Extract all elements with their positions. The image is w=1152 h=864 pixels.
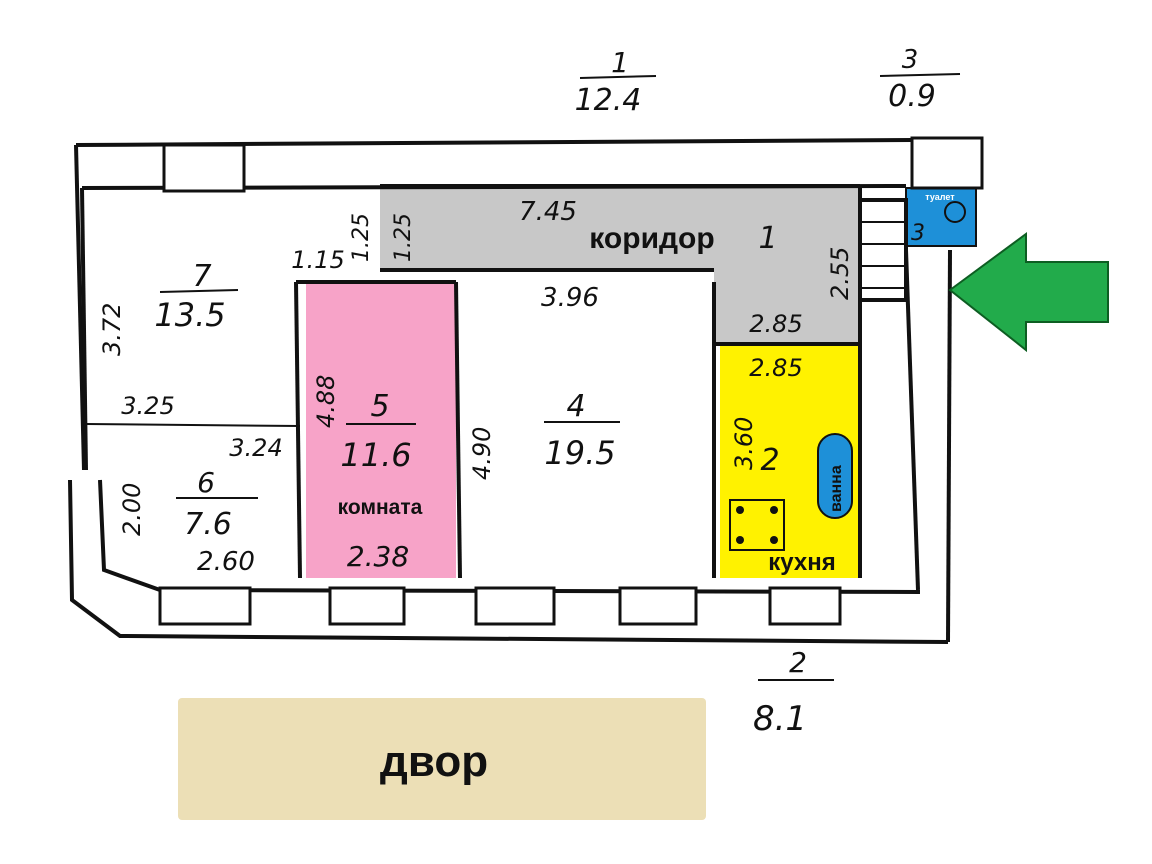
dim-490: 4.90 — [468, 427, 496, 480]
corridor-fill-right — [714, 186, 860, 344]
dim-200: 2.00 — [118, 483, 146, 536]
room-6-num: 6 — [197, 466, 215, 499]
room-4-area: 19.5 — [544, 434, 615, 472]
dim-125-b: 1.25 — [391, 213, 416, 262]
outer-wall-bottom — [68, 479, 949, 644]
wall-room7-room6 — [85, 423, 301, 427]
dim-488: 4.88 — [312, 375, 340, 428]
yard-label: двор — [380, 737, 488, 786]
dim-corridor-length: 7.45 — [519, 197, 577, 227]
wall-entrance-steps — [860, 198, 908, 302]
bottom-area-value: 8.1 — [753, 699, 807, 739]
stove-burner-3 — [736, 536, 744, 544]
stove-icon — [729, 499, 785, 551]
window-bottom-4 — [618, 586, 698, 626]
outer-wall-left-inner — [80, 187, 88, 471]
room-4-num: 4 — [566, 389, 585, 424]
room-7-area: 13.5 — [154, 296, 225, 334]
room-label: комната — [338, 496, 423, 519]
bottom-area-num: 2 — [789, 646, 807, 679]
dim-260: 2.60 — [197, 547, 255, 577]
top-area-num: 1 — [611, 46, 629, 79]
top-right-area-line — [879, 73, 961, 77]
dim-285-b: 2.85 — [749, 354, 802, 382]
window-bottom-1 — [158, 586, 252, 626]
top-area-line — [579, 75, 657, 79]
entrance-arrow-icon — [948, 232, 1109, 353]
top-right-area-value: 0.9 — [888, 79, 936, 114]
toilet-bowl — [944, 201, 966, 223]
window-bottom-2 — [328, 586, 406, 626]
dim-372: 3.72 — [98, 303, 126, 356]
corridor-label: коридор — [589, 222, 714, 255]
dim-255: 2.55 — [826, 247, 854, 300]
top-right-area-num: 3 — [902, 45, 919, 75]
room-2-num: 2 — [760, 443, 779, 478]
dim-325: 3.25 — [121, 392, 174, 420]
dim-396: 3.96 — [541, 283, 599, 313]
wall-room5-left — [294, 281, 302, 579]
dim-285-a: 2.85 — [749, 310, 802, 338]
window-top-1 — [162, 143, 246, 193]
outer-wall-left — [74, 144, 86, 471]
dim-115: 1.15 — [291, 246, 344, 274]
outer-wall-right-outer — [946, 249, 952, 643]
room-5-area: 11.6 — [340, 436, 411, 474]
window-top-2 — [910, 136, 984, 190]
room-7-line — [159, 289, 239, 293]
stove-burner-1 — [736, 506, 744, 514]
bath-icon — [817, 433, 853, 519]
room-1-num: 1 — [758, 221, 777, 256]
room-5-num: 5 — [370, 389, 389, 424]
dim-324: 3.24 — [229, 434, 282, 462]
room-5-fill — [306, 282, 456, 578]
room-6-area: 7.6 — [184, 507, 232, 542]
outer-wall-right — [904, 249, 920, 591]
room-3-num: 3 — [911, 221, 925, 246]
top-area-value: 12.4 — [575, 83, 642, 118]
wall-room5-right — [454, 281, 462, 579]
dim-125-a: 1.25 — [349, 213, 374, 262]
toilet-outline — [905, 187, 977, 247]
toilet-label: туалет — [925, 192, 955, 202]
dim-360: 3.60 — [730, 417, 758, 470]
bath-label: ванна — [828, 465, 845, 512]
window-bottom-3 — [474, 586, 556, 626]
stove-burner-4 — [770, 536, 778, 544]
dim-238: 2.38 — [347, 540, 409, 573]
room-7-num: 7 — [192, 259, 211, 294]
kitchen-label: кухня — [768, 549, 836, 576]
stove-burner-2 — [770, 506, 778, 514]
yard-block — [178, 698, 706, 820]
window-bottom-5 — [768, 586, 842, 626]
